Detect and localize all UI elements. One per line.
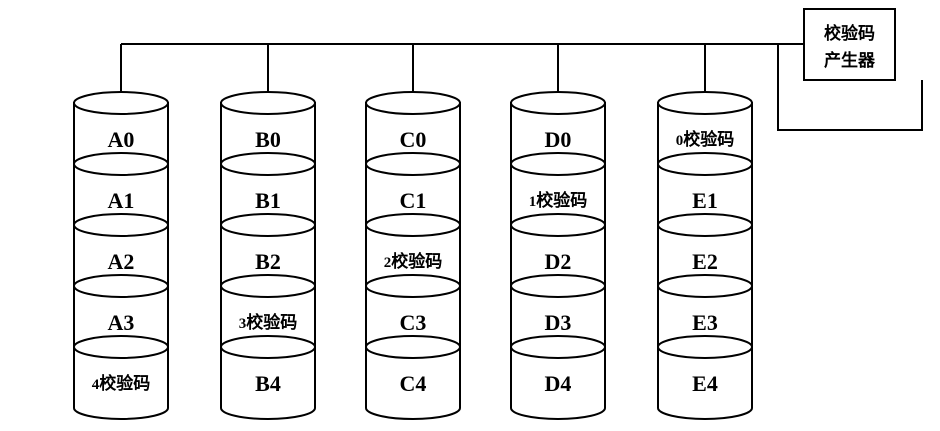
disk-block-top (510, 274, 606, 298)
disk-block-top (365, 91, 461, 115)
parity-block-suffix: 校验码 (391, 251, 442, 272)
data-block-label: B0 (255, 127, 281, 152)
disk-block-top (510, 91, 606, 115)
disk-block-top (510, 335, 606, 359)
disk-block-top (657, 274, 753, 298)
disk-block: E4 (657, 335, 753, 420)
data-block-label: C0 (400, 127, 427, 152)
data-block-label: E1 (692, 188, 718, 213)
data-block-label: C3 (400, 310, 427, 335)
parity-block-suffix: 校验码 (683, 129, 734, 150)
disk-block-top (657, 213, 753, 237)
data-block-label: A3 (108, 310, 135, 335)
disk-block: C4 (365, 335, 461, 420)
bus-return-loop (777, 44, 923, 131)
disk-block-top (365, 152, 461, 176)
disk-block-top (73, 335, 169, 359)
disk-block-top (510, 152, 606, 176)
disk-block-body (365, 346, 461, 420)
parity-block-number: 0 (676, 133, 684, 149)
disk-block-top (73, 274, 169, 298)
disk-block-top (365, 274, 461, 298)
disk-block-top (73, 213, 169, 237)
disk-block-top (657, 335, 753, 359)
data-block-label: C1 (400, 188, 427, 213)
bus (120, 43, 923, 131)
data-block-label: B1 (255, 188, 281, 213)
disk-block: D4 (510, 335, 606, 420)
disk-block-body (657, 346, 753, 420)
disk-block-top (365, 335, 461, 359)
disk-block-top (220, 152, 316, 176)
data-block-label: E4 (692, 371, 718, 396)
data-block-label: D4 (545, 371, 572, 396)
parity-block-suffix: 校验码 (246, 312, 297, 333)
data-block-label: C4 (400, 371, 427, 396)
parity-block-label: 4校验码 (92, 373, 151, 394)
parity-block-number: 1 (529, 194, 537, 210)
disk-block-top (657, 91, 753, 115)
parity-block-suffix: 校验码 (536, 190, 587, 211)
parity-block-number: 4 (92, 377, 100, 393)
parity-generator-label-line1: 校验码 (824, 23, 875, 44)
data-block-label: E2 (692, 249, 718, 274)
data-block-label: B2 (255, 249, 281, 274)
data-block-label: A2 (108, 249, 135, 274)
parity-block-suffix: 校验码 (99, 373, 150, 394)
disk-block-top (220, 91, 316, 115)
disk-block-top (73, 152, 169, 176)
parity-block-label: 0校验码 (676, 129, 735, 150)
parity-block-number: 2 (384, 255, 392, 271)
data-block-label: D3 (545, 310, 572, 335)
data-block-label: B4 (255, 371, 281, 396)
cropped-heading-fragment (80, 0, 480, 4)
disk-block-body (510, 346, 606, 420)
disk-block-top (220, 213, 316, 237)
disk-block-top (510, 213, 606, 237)
data-block-label: D2 (545, 249, 572, 274)
disk-block-top (73, 91, 169, 115)
disk-block-body (73, 346, 169, 420)
parity-block-label: 2校验码 (384, 251, 443, 272)
parity-generator: 校验码 产生器 (803, 8, 896, 81)
parity-generator-label-line2: 产生器 (824, 50, 876, 71)
parity-block-label: 1校验码 (529, 190, 588, 211)
data-block-label: D0 (545, 127, 572, 152)
data-block-label: A0 (108, 127, 135, 152)
disk-array: A0A1A2A34校验码B0B1B23校验码B4C0C12校验码C3C4D01校… (73, 91, 753, 420)
disk-block: B4 (220, 335, 316, 420)
data-block-label: E3 (692, 310, 718, 335)
disk-block-top (657, 152, 753, 176)
parity-generator-box (803, 8, 896, 81)
disk-block-top (220, 274, 316, 298)
disk-block-top (220, 335, 316, 359)
data-block-label: A1 (108, 188, 135, 213)
parity-block-label: 3校验码 (239, 312, 298, 333)
disk-block-top (365, 213, 461, 237)
disk-block: 4校验码 (73, 335, 169, 420)
parity-block-number: 3 (239, 316, 247, 332)
disk-block-body (220, 346, 316, 420)
